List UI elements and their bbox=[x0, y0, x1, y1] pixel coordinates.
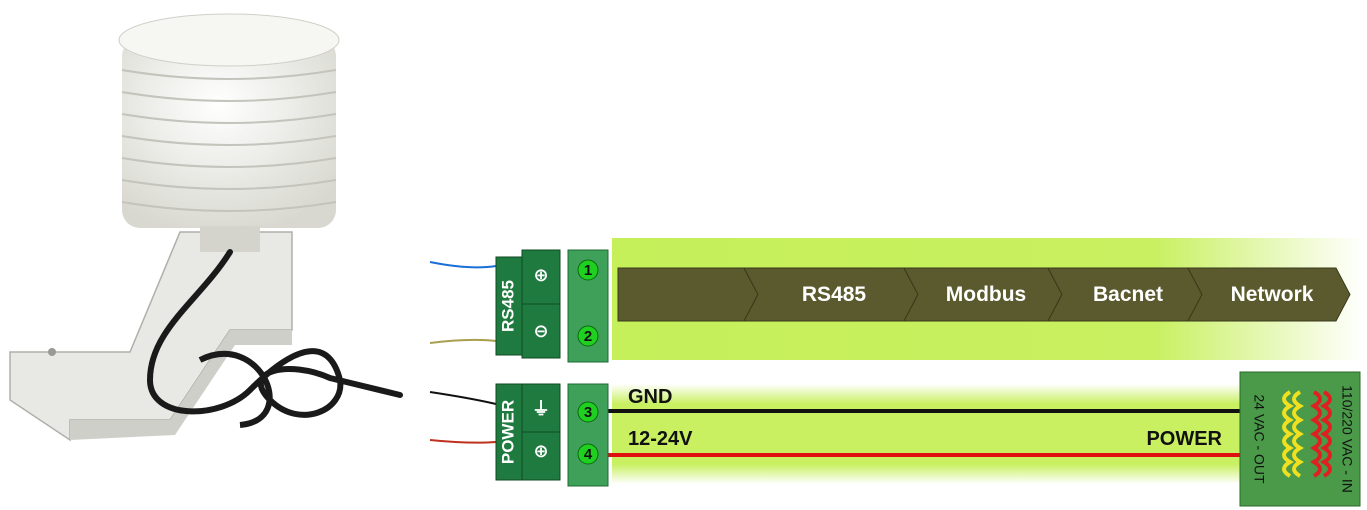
power-terminal-label: POWER bbox=[498, 400, 517, 464]
bus-segment-label-2: Modbus bbox=[946, 283, 1026, 306]
pin-2: 2 bbox=[584, 328, 592, 345]
rs485-minus-symbol: ⊖ bbox=[533, 321, 548, 341]
rs485-plus-symbol: ⊕ bbox=[533, 265, 548, 285]
power-terminal: POWER ⏚ ⊕ 3 4 bbox=[495, 383, 609, 487]
bus-segments: RS485 Modbus Bacnet Network bbox=[617, 267, 1351, 322]
power-label: POWER bbox=[1146, 428, 1222, 450]
power-band bbox=[612, 384, 1242, 484]
rs485-label: RS485 bbox=[498, 280, 517, 332]
bus-segment-label-4: Network bbox=[1231, 283, 1314, 306]
wire-red bbox=[429, 439, 497, 444]
transformer: 24 VAC - OUT 110/220 VAC - IN bbox=[1239, 371, 1361, 507]
bus-segment-label-1: RS485 bbox=[802, 283, 867, 306]
bus-segment-4 bbox=[1187, 267, 1351, 322]
wire-blue bbox=[429, 261, 497, 269]
transformer-out-label: 24 VAC - OUT bbox=[1251, 394, 1267, 484]
ground-icon: ⏚ bbox=[532, 399, 550, 419]
bus-segment-label-3: Bacnet bbox=[1093, 283, 1163, 306]
pin-3: 3 bbox=[584, 404, 592, 421]
sensor-product-photo bbox=[9, 13, 403, 442]
rs485-terminal: RS485 ⊕ ⊖ 1 2 bbox=[495, 249, 609, 363]
wire-olive bbox=[429, 338, 497, 344]
gnd-label: GND bbox=[628, 386, 672, 408]
power-plus-symbol: ⊕ bbox=[533, 441, 548, 461]
wire-black bbox=[429, 391, 497, 405]
pin-4: 4 bbox=[584, 446, 593, 463]
pin-1: 1 bbox=[584, 262, 592, 279]
bus-segment-0 bbox=[617, 267, 759, 322]
transformer-coil-icon bbox=[1282, 390, 1332, 478]
voltage-label: 12-24V bbox=[628, 428, 693, 450]
transformer-in-label: 110/220 VAC - IN bbox=[1339, 385, 1355, 493]
